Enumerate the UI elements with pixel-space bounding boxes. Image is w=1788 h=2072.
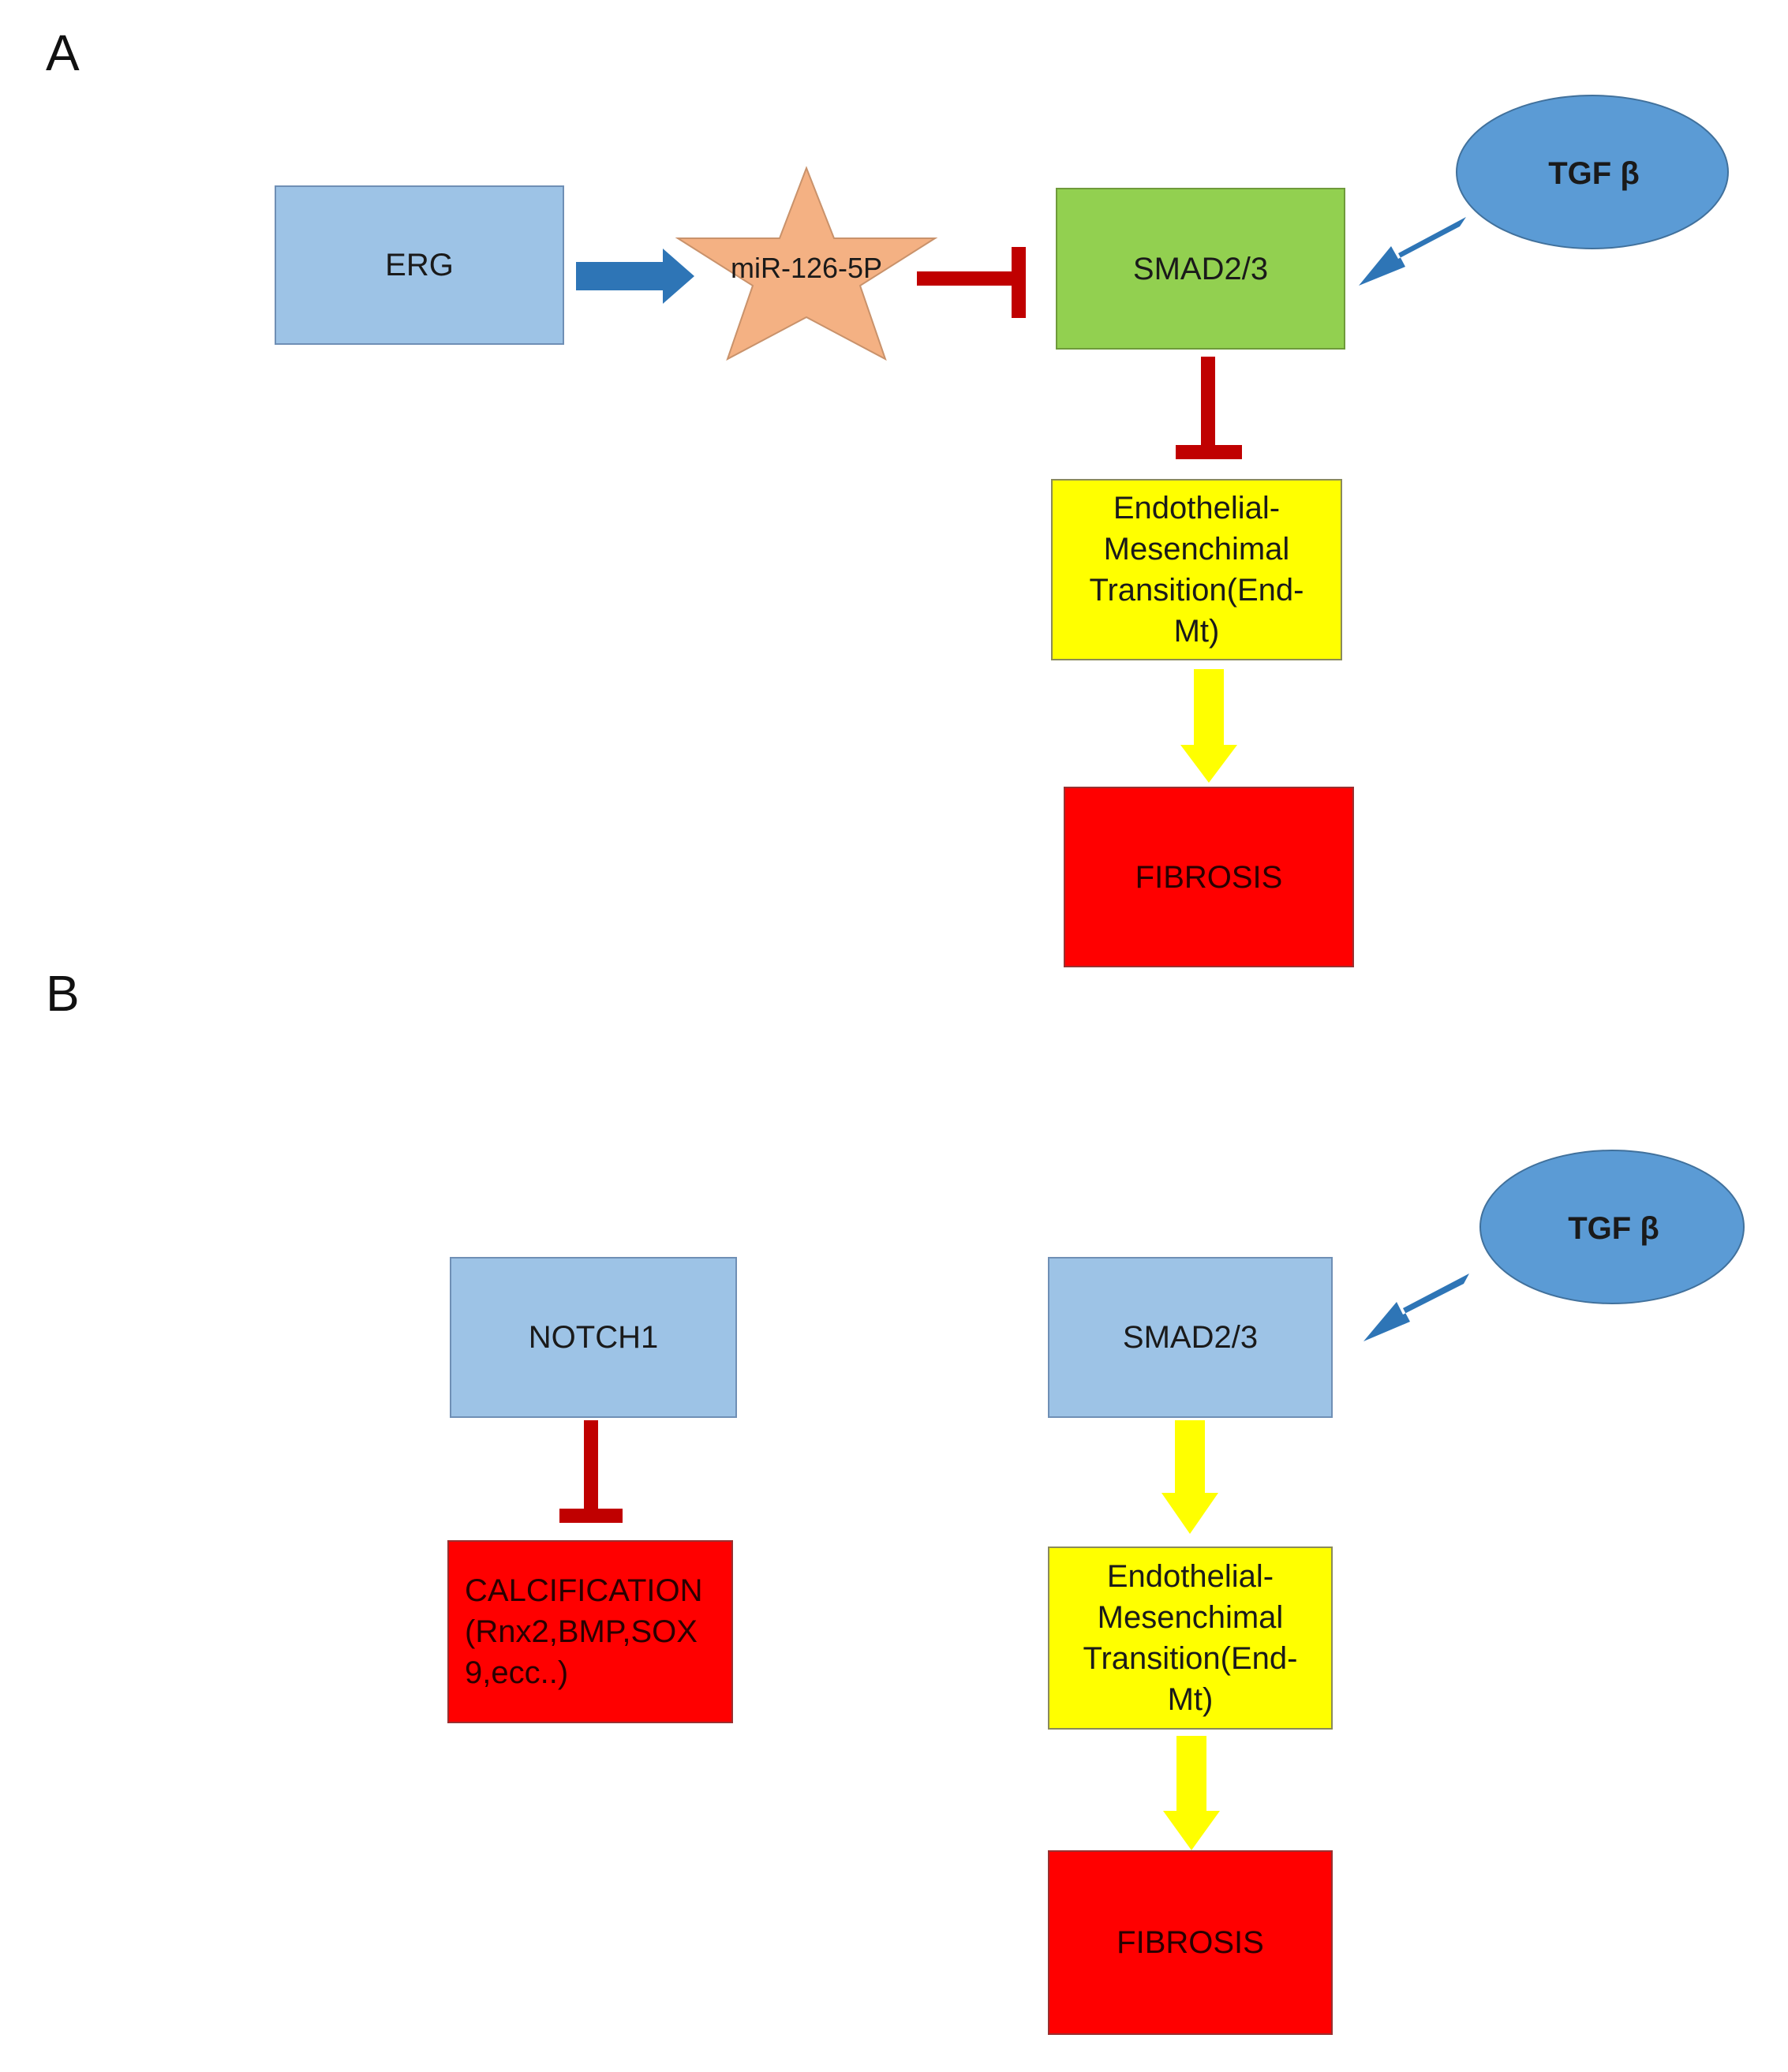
arrow-erg-to-mir [576, 249, 694, 304]
tgf-label-holder-a: TGF β [1499, 150, 1689, 197]
mir-label: miR-126-5P [730, 251, 883, 284]
endmt-label-a: Endothelial- Mesenchimal Transition(End-… [1089, 491, 1304, 649]
tgf-label-a: TGF β [1548, 156, 1640, 191]
notch1-box: NOTCH1 [450, 1257, 737, 1418]
fibrosis-label-a: FIBROSIS [1135, 859, 1283, 895]
inhibit-bar-mir-smad [1012, 247, 1026, 318]
arrow-smad-to-endmt-b [1161, 1420, 1218, 1534]
calcification-box: CALCIFICATION (Rnx2,BMP,SOX 9,ecc..) [447, 1540, 733, 1723]
endmt-box-b: Endothelial- Mesenchimal Transition(End-… [1048, 1547, 1333, 1730]
fibrosis-box-b: FIBROSIS [1048, 1850, 1333, 2035]
smad-box-a: SMAD2/3 [1056, 188, 1345, 350]
inhibit-bar-notch-calc [559, 1509, 623, 1523]
arrow-endmt-to-fibrosis-b [1163, 1736, 1220, 1850]
endmt-box-a: Endothelial- Mesenchimal Transition(End-… [1051, 479, 1342, 660]
fibrosis-label-b: FIBROSIS [1117, 1925, 1264, 1960]
calcification-label: CALCIFICATION (Rnx2,BMP,SOX 9,ecc..) [465, 1573, 703, 1690]
arrow-tgf-to-smad-b [1363, 1273, 1469, 1341]
tgf-ellipse-a [1456, 95, 1729, 249]
smad-label-a: SMAD2/3 [1132, 251, 1269, 286]
mir-star-shape [675, 166, 938, 361]
smad-label-b: SMAD2/3 [1122, 1320, 1259, 1355]
panel-label-a: A [46, 24, 80, 81]
arrow-endmt-to-fibrosis-a [1180, 669, 1237, 783]
inhibit-line-smad-endmt [1201, 357, 1215, 445]
tgf-label-b: TGF β [1568, 1211, 1659, 1246]
erg-label: ERG [385, 248, 454, 282]
tgf-label-holder-b: TGF β [1519, 1205, 1708, 1252]
tgf-ellipse-b [1479, 1150, 1745, 1304]
inhibit-line-mir-smad [917, 271, 1012, 286]
endmt-label-b: Endothelial- Mesenchimal Transition(End-… [1083, 1559, 1298, 1717]
inhibit-bar-smad-endmt [1176, 445, 1242, 459]
panel-label-b: B [46, 965, 80, 1022]
notch1-label: NOTCH1 [528, 1320, 659, 1355]
fibrosis-box-a: FIBROSIS [1064, 787, 1354, 967]
erg-box: ERG [275, 185, 564, 345]
smad-box-b: SMAD2/3 [1048, 1257, 1333, 1418]
mir-label-holder: miR-126-5P [710, 245, 903, 292]
arrow-tgf-to-smad-a [1359, 217, 1466, 286]
inhibit-line-notch-calc [584, 1420, 598, 1509]
